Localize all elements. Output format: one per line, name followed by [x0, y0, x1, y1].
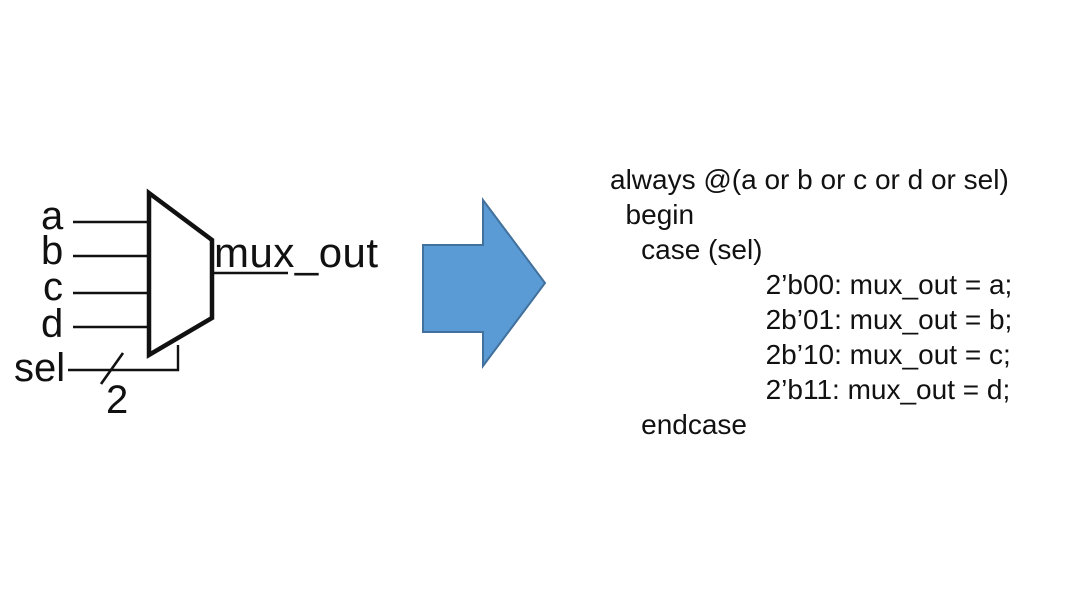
code-line-case-10: 2b’10: mux_out = c;: [610, 339, 1011, 370]
code-line-case-11: 2’b11: mux_out = d;: [610, 374, 1011, 405]
code-line-always: always @(a or b or c or d or sel): [610, 164, 1009, 195]
input-label-a: a: [41, 194, 64, 238]
mux-symbol: a b c d sel 2 mux_out: [14, 188, 379, 422]
code-line-case-00: 2’b00: mux_out = a;: [610, 269, 1013, 300]
select-wire: [68, 345, 180, 372]
input-label-b: b: [41, 229, 63, 273]
code-line-case: case (sel): [610, 234, 763, 265]
verilog-code-block: always @(a or b or c or d or sel) begin …: [610, 162, 1012, 442]
bus-width-label: 2: [106, 378, 128, 422]
input-label-c: c: [43, 265, 63, 309]
code-line-case-01: 2b’01: mux_out = b;: [610, 304, 1013, 335]
output-label: mux_out: [214, 229, 379, 276]
bus-width-slash-icon: [99, 352, 125, 385]
select-label: sel: [14, 346, 65, 390]
input-label-d: d: [41, 302, 63, 346]
code-line-endcase: endcase: [610, 409, 747, 440]
right-block-arrow-icon: [422, 196, 547, 370]
code-line-begin: begin: [610, 199, 695, 230]
mux-trapezoid: [146, 188, 215, 359]
